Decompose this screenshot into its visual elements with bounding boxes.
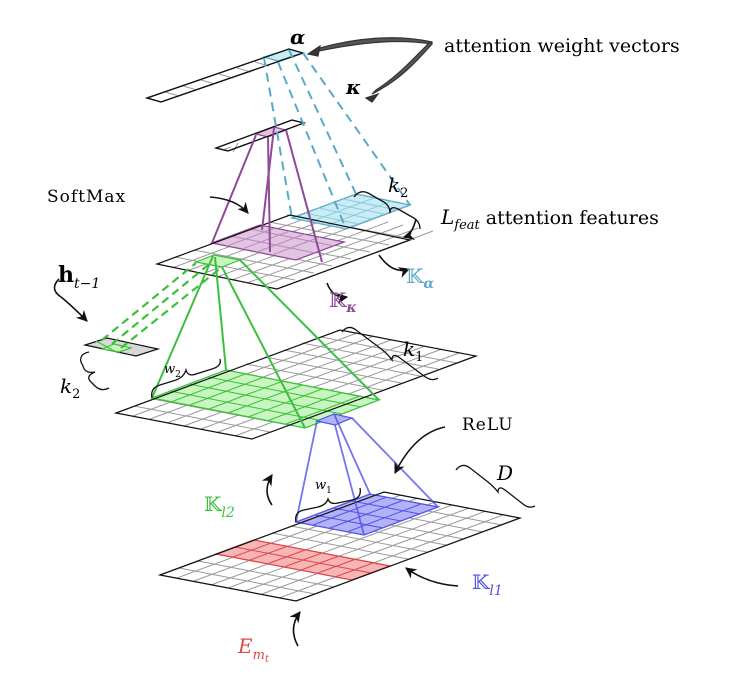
alpha-connection-lines [263,49,411,230]
alpha-vector [145,48,306,103]
d-brace [455,464,536,508]
vector-pointer-arrows [306,37,433,103]
braces [80,191,536,523]
w1-brace [295,487,361,523]
alpha-label: α [290,25,305,49]
k2-left-label: k2 [60,374,80,402]
k2-left-brace [80,351,110,391]
conv1-connection-lines [295,413,439,536]
kappa-connection-lines [211,127,323,263]
k-l1-label: 𝕂l1 [472,570,503,599]
k1-brace [341,326,439,381]
kappa-kernel-highlight [209,224,347,261]
k-l2-label: 𝕂l2 [204,492,235,521]
k-kappa-label: 𝕂κ [329,288,357,316]
labels: α κ attention weight vectors SoftMax k2 … [47,25,680,665]
kappa-vector [213,119,307,153]
d-label: D [496,461,513,485]
conv2-connection-lines [151,255,380,429]
k-alpha-label: 𝕂α [406,264,434,292]
w2-brace [151,358,221,399]
annotation-arrows [53,196,459,647]
e-label: Emt [237,634,270,665]
h-label: ht−1 [58,262,100,292]
w2-label: w2 [164,362,181,380]
conv1-output-grid [113,329,479,440]
k2-top-label: k2 [388,173,408,201]
hidden-connection-lines [101,262,223,349]
softmax-label: SoftMax [47,187,126,207]
attention-weight-vectors-label: attention weight vectors [444,35,680,57]
k1-label: k1 [403,337,423,365]
relu-label: ReLU [462,415,514,435]
w1-label: w1 [315,478,332,496]
alpha-kernel-highlight [289,193,413,230]
kappa-label: κ [345,75,361,99]
attention-features-grid [154,193,434,290]
l-feat-label: Lfeat attention features [440,205,659,233]
